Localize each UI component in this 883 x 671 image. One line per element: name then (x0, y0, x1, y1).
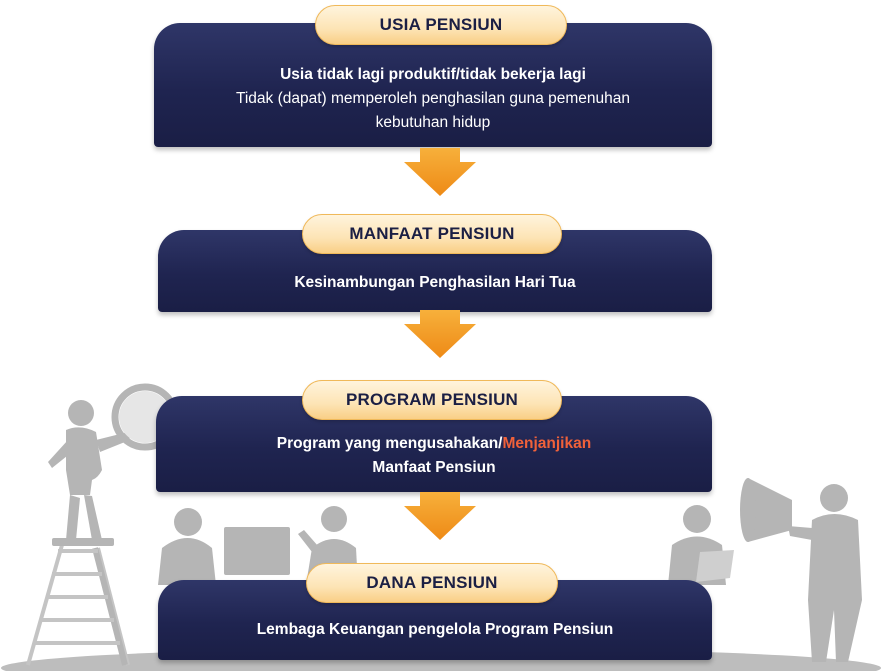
usia-pensiun-line-3: kebutuhan hidup (375, 114, 491, 131)
usia-pensiun-label: USIA PENSIUN (315, 5, 567, 45)
person-with-magnifier-icon (48, 383, 179, 540)
usia-pensiun-line-1: Usia tidak lagi produktif/tidak bekerja … (280, 66, 586, 83)
manfaat-pensiun-label: MANFAAT PENSIUN (302, 214, 562, 254)
program-pensiun-line-2: Manfaat Pensiun (372, 459, 496, 476)
manfaat-pensiun-line-1: Kesinambungan Penghasilan Hari Tua (294, 274, 576, 291)
ladder-platform (52, 538, 114, 546)
program-pensiun-line-1-text: Program yang mengusahakan/ (276, 435, 503, 452)
program-pensiun-label: PROGRAM PENSIUN (302, 380, 562, 420)
down-arrow-icon (404, 492, 476, 540)
laptop-screen-icon (224, 527, 290, 575)
program-pensiun-line-1: Program yang mengusahakan/Menjanjikan (156, 432, 712, 456)
person-with-megaphone-icon (740, 478, 862, 662)
usia-pensiun-line-2: Tidak (dapat) memperoleh penghasilan gun… (235, 90, 631, 107)
dana-pensiun-label: DANA PENSIUN (306, 563, 558, 603)
menjanjikan-highlight: Menjanjikan (502, 435, 592, 452)
seated-person-icon (158, 508, 216, 585)
down-arrow-icon (404, 148, 476, 196)
down-arrow-icon (404, 310, 476, 358)
ladder-icon (26, 544, 130, 666)
dana-pensiun-line-1: Lembaga Keuangan pengelola Program Pensi… (256, 621, 614, 638)
person-with-laptop-icon (668, 505, 734, 585)
